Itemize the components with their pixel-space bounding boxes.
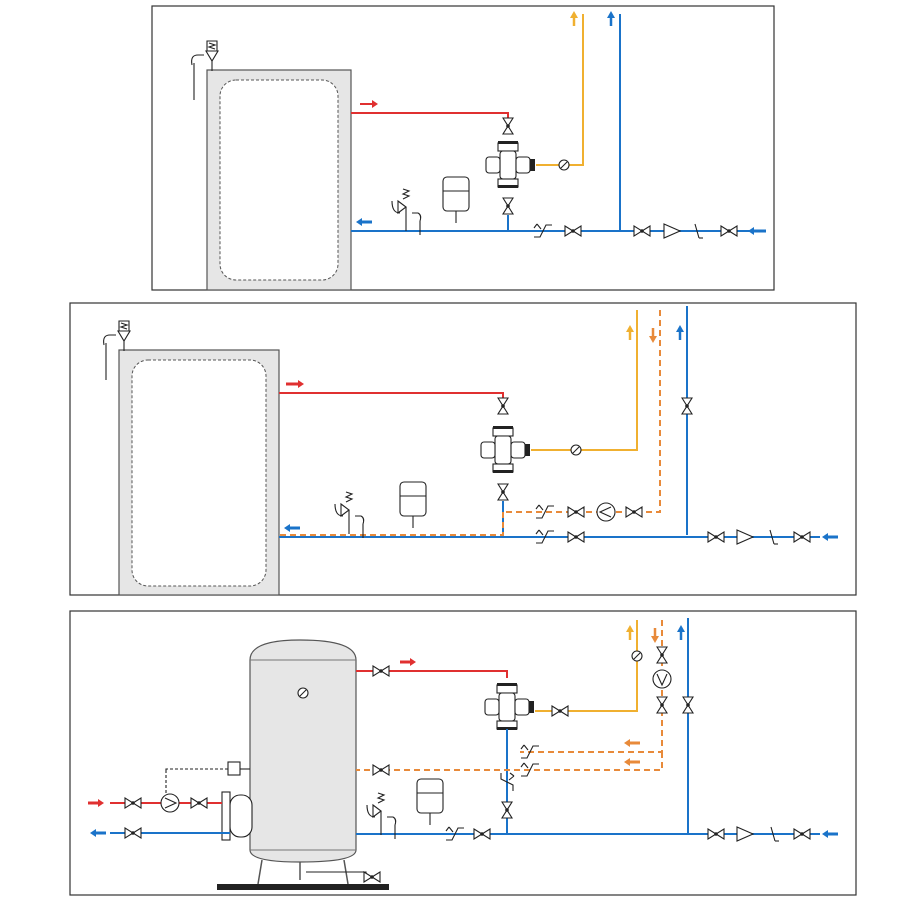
hot-supply-line <box>351 112 509 118</box>
pump-icon <box>160 793 180 813</box>
arrow-icon <box>298 380 304 388</box>
arrow-icon <box>356 218 362 226</box>
thermometer-icon <box>570 444 582 456</box>
panel-2 <box>69 302 857 596</box>
storage-tank <box>249 639 357 863</box>
tank-insulation <box>131 359 267 587</box>
arrow-icon <box>90 829 96 837</box>
thermometer-icon <box>558 159 570 171</box>
arrow-icon <box>677 625 685 632</box>
arrow-icon <box>649 336 657 343</box>
pump-icon <box>652 669 672 689</box>
hot-supply-line <box>279 392 504 398</box>
heating-element <box>229 794 253 838</box>
arrow-icon <box>626 625 634 632</box>
thermometer-icon <box>631 650 643 662</box>
arrow-icon <box>651 636 659 643</box>
mixed-water-line <box>535 620 638 712</box>
panel-3-frame <box>69 610 857 896</box>
panel-3 <box>69 610 857 896</box>
recirculation-line <box>503 310 661 513</box>
mixed-water-line <box>531 310 638 451</box>
arrow-icon <box>822 830 828 838</box>
arrow-icon <box>822 533 828 541</box>
arrow-icon <box>676 325 684 332</box>
mixed-water-line <box>536 14 584 166</box>
tank-insulation <box>219 79 339 281</box>
hot-supply-line <box>356 670 508 678</box>
arrow-icon <box>98 799 104 807</box>
pump-icon <box>596 502 616 522</box>
arrow-icon <box>607 11 615 18</box>
arrow-icon <box>626 325 634 332</box>
arrow-icon <box>410 658 416 666</box>
thermostat-icon <box>227 761 241 776</box>
arrow-icon <box>372 100 378 108</box>
panel-1 <box>151 5 775 291</box>
tank-base <box>217 884 389 890</box>
safety-valve-icon <box>103 320 131 380</box>
safety-valve-icon <box>191 40 219 100</box>
arrow-icon <box>570 11 578 18</box>
